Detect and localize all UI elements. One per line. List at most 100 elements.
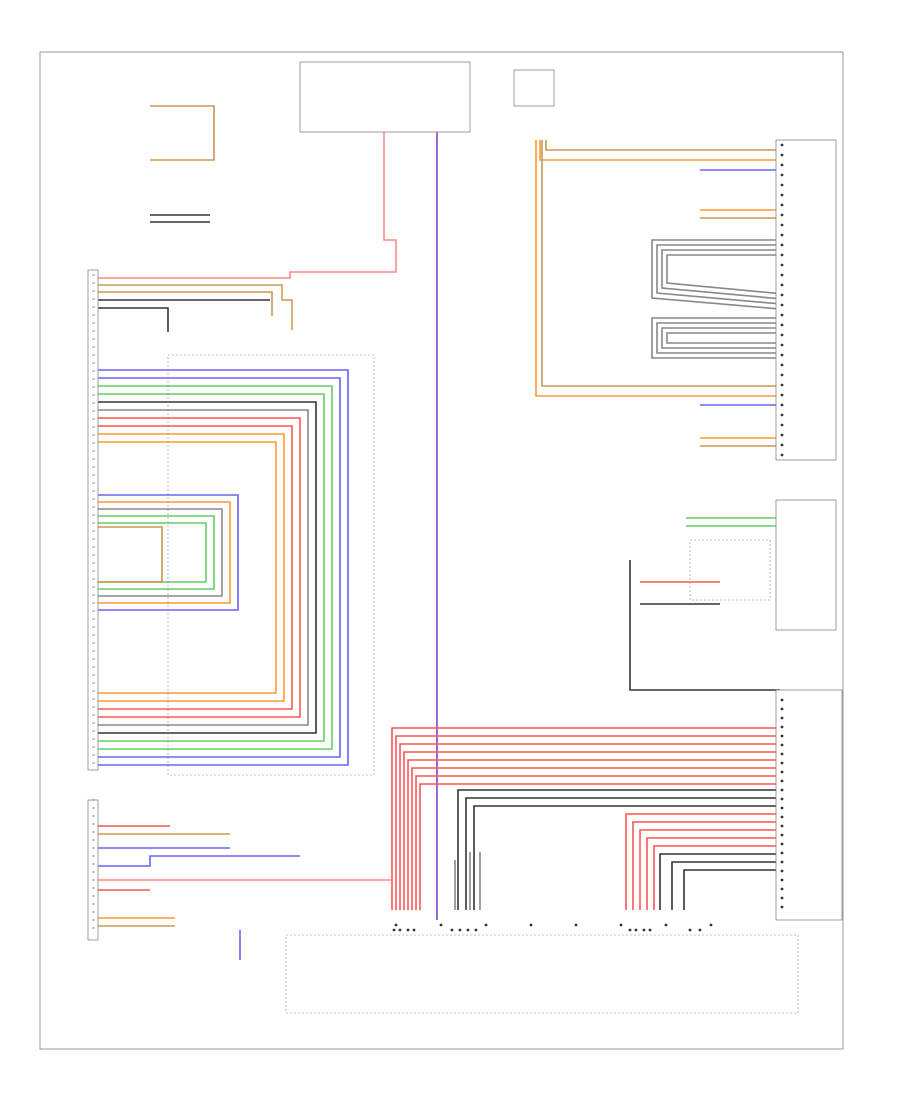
- wire-red-bus-7: [419, 783, 780, 910]
- wire-tan: [92, 291, 273, 316]
- right-lower-pin: [780, 761, 784, 765]
- right-upper-pin: [780, 403, 784, 407]
- right-upper-pin: [780, 153, 784, 157]
- right-upper-pin: [780, 173, 784, 177]
- right-lower-pin: [780, 833, 784, 837]
- harness-end: [642, 928, 646, 932]
- right-upper-pin: [780, 243, 784, 247]
- harness-end: [398, 928, 402, 932]
- sensor-box: [689, 539, 771, 601]
- right-lower-pin: [780, 734, 784, 738]
- wire-tan-upper: [545, 140, 780, 151]
- right-lower-pin: [780, 743, 784, 747]
- wire-red-right-3: [646, 837, 780, 910]
- wire-loop-4: [92, 401, 317, 734]
- right-upper-pin: [780, 193, 784, 197]
- wire-red-bus-4: [407, 759, 780, 910]
- right-upper-pin: [780, 213, 784, 217]
- right-upper-pin: [780, 143, 784, 147]
- wire-loop-0: [92, 369, 349, 766]
- switch-terminal: [484, 923, 488, 927]
- right-lower-pin: [780, 797, 784, 801]
- right-lower-pin: [780, 752, 784, 756]
- right-lower-pin: [780, 779, 784, 783]
- wire-black-right: [629, 560, 780, 691]
- wire-loop-9: [92, 441, 277, 694]
- harness-end: [450, 928, 454, 932]
- fuse-block-right: [513, 69, 555, 107]
- wire-gray-loop-a: [666, 254, 827, 299]
- wire-inner-loop-3: [92, 515, 215, 590]
- wire-loop-3: [92, 393, 325, 742]
- right-lower-pin: [780, 869, 784, 873]
- right-lower-pin: [780, 788, 784, 792]
- switch-terminal: [664, 923, 668, 927]
- wire-black-bus-0: [457, 789, 780, 910]
- wire-suspension-switch: [150, 105, 215, 161]
- wire-gray-loop-a: [661, 249, 827, 304]
- shield-box: [167, 354, 375, 776]
- diagram-border: [39, 51, 844, 1050]
- right-upper-pin: [780, 363, 784, 367]
- right-upper-pin: [780, 293, 784, 297]
- wire-gray-loop-a: [651, 239, 827, 314]
- wire-red-bus-2: [399, 743, 780, 910]
- right-lower-pin: [780, 815, 784, 819]
- right-upper-pin: [780, 323, 784, 327]
- wire-inner-loop-4: [92, 522, 207, 583]
- pin-labels: [92, 143, 784, 932]
- wire-red-bus-0: [391, 727, 780, 910]
- right-lower-pin: [780, 725, 784, 729]
- harness-end: [406, 928, 410, 932]
- wire-loop-2: [92, 385, 333, 750]
- wire-black-bus-2: [473, 805, 780, 910]
- right-upper-pin: [780, 233, 784, 237]
- wire-black-right-2: [683, 869, 780, 910]
- components: [87, 61, 843, 1014]
- switch-terminal: [709, 923, 713, 927]
- wire-red-right-2: [639, 829, 780, 910]
- right-upper-pin: [780, 263, 784, 267]
- harness-end: [628, 928, 632, 932]
- wire-gray-loop-a: [656, 244, 827, 309]
- switch-terminal: [619, 923, 623, 927]
- right-upper-pin: [780, 333, 784, 337]
- harness-end: [392, 928, 396, 932]
- wire-red-bus-1: [395, 735, 780, 910]
- right-upper-pin: [780, 443, 784, 447]
- connector-right-lower: [775, 689, 843, 921]
- wire-yellow: [92, 284, 293, 330]
- right-lower-pin: [780, 905, 784, 909]
- right-lower-pin: [780, 707, 784, 711]
- right-upper-pin: [780, 393, 784, 397]
- wire-gray-loop-b: [656, 322, 780, 354]
- right-lower-pin: [780, 842, 784, 846]
- right-upper-pin: [780, 223, 784, 227]
- right-lower-pin: [780, 860, 784, 864]
- right-lower-pin: [780, 887, 784, 891]
- switch-panel-box: [285, 934, 799, 1014]
- switch-terminal: [529, 923, 533, 927]
- wire-red-right-0: [625, 813, 780, 910]
- wire-orange-upper: [539, 140, 780, 161]
- wire-loop-6: [92, 417, 301, 718]
- wire-orange-lower: [535, 140, 780, 397]
- harness-end: [648, 928, 652, 932]
- right-upper-pin: [780, 163, 784, 167]
- harness-end: [466, 928, 470, 932]
- wire-loop-1: [92, 377, 341, 758]
- wire-inner-loop-2: [92, 508, 223, 597]
- wire-harness: [92, 105, 827, 960]
- right-lower-pin: [780, 716, 784, 720]
- wire-black-bus-1: [465, 797, 780, 910]
- right-lower-pin: [780, 698, 784, 702]
- wire-red-bus-3: [403, 751, 780, 910]
- right-lower-pin: [780, 878, 784, 882]
- harness-end: [412, 928, 416, 932]
- wire-loop-8: [92, 433, 285, 702]
- right-upper-pin: [780, 353, 784, 357]
- wire-gray-loop-b: [661, 327, 780, 349]
- wire-red-right-1: [632, 821, 780, 910]
- wire-inner-loop-0: [92, 494, 239, 611]
